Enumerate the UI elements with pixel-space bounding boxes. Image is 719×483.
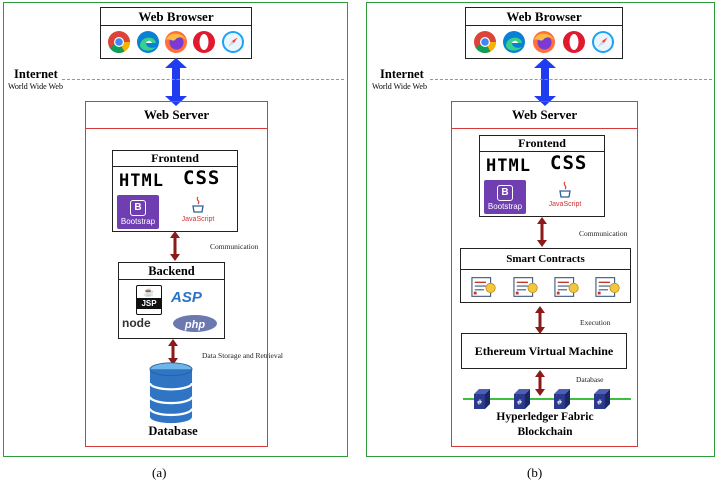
css-logo: CSS [550,152,588,174]
html-logo: HTML [119,171,164,191]
bootstrap-b-icon: B [497,185,513,201]
database-label: Database [148,424,198,438]
frontend-contracts-arrow [537,217,547,247]
evm-blockchain-arrow [535,370,545,396]
php-logo: php [173,315,217,332]
frontend-box: Frontend HTML CSS B Bootstrap JavaScript [479,135,605,217]
contracts-evm-arrow [535,306,545,334]
internet-label: Internet [14,67,58,81]
evm-label: Ethereum Virtual Machine [474,344,614,358]
backend-title: Backend [119,263,224,280]
edge-icon [136,30,160,54]
safari-icon [221,30,245,54]
opera-icon [192,30,216,54]
opera-icon [562,30,586,54]
frontend-title: Frontend [113,151,237,167]
internet-label: Internet [380,67,424,81]
java-cup-icon [559,181,571,198]
smart-contract-icon [471,276,499,298]
smart-contract-icon [554,276,582,298]
bootstrap-logo: B Bootstrap [484,180,526,214]
web-browser-box: Web Browser [100,7,252,59]
chrome-icon [473,30,497,54]
web-browser-title: Web Browser [466,8,622,26]
web-server-title: Web Server [452,102,637,129]
bootstrap-logo: B Bootstrap [117,195,159,229]
blockchain-label: Blockchain [517,426,573,438]
database-icon [146,361,196,425]
web-browser-box: Web Browser [465,7,623,59]
browser-server-arrow [165,58,187,106]
hyperledger-fabric-label: Hyperledger Fabric [496,411,594,423]
database-link-label: Database [576,375,604,384]
backend-database-arrow [168,339,178,365]
evm-box: Ethereum Virtual Machine [461,333,627,369]
internet-divider [430,79,712,80]
frontend-title: Frontend [480,136,604,152]
data-storage-label: Data Storage and Retrieval [202,351,284,360]
block-cube-icon [551,388,573,410]
execution-label: Execution [580,318,611,327]
java-cup-icon [192,196,204,213]
nodejs-logo: node [122,316,151,330]
css-logo: CSS [183,167,221,189]
smart-contracts-title: Smart Contracts [461,249,630,270]
block-cube-icon [511,388,533,410]
block-cube-icon [591,388,613,410]
web-browser-title: Web Browser [101,8,251,26]
firefox-icon [532,30,556,54]
frontend-box: Frontend HTML CSS B Bootstrap JavaScript [112,150,238,232]
frontend-backend-arrow [170,231,180,261]
jsp-logo: ☕ JSP [136,285,162,315]
bootstrap-b-icon: B [130,200,146,216]
internet-divider [62,79,344,80]
safari-icon [591,30,615,54]
web-server-box: Web Server [85,101,268,447]
html-logo: HTML [486,156,531,176]
browser-server-arrow [534,58,556,106]
web-server-box: Web Server [451,101,638,447]
web-server-title: Web Server [86,102,267,129]
communication-label: Communication [579,229,628,238]
communication-label: Communication [210,242,259,251]
caption-a: (a) [152,465,167,480]
smart-contracts-box: Smart Contracts [460,248,631,303]
block-cube-icon [471,388,493,410]
panel-b [366,2,715,457]
smart-contract-icon [513,276,541,298]
caption-b: (b) [527,465,543,480]
javascript-logo: JavaScript [173,196,223,223]
asp-logo: ASP [171,289,202,306]
world-wide-web-label: World Wide Web [372,82,427,91]
backend-box: Backend ☕ JSP ASP node php [118,262,225,339]
edge-icon [502,30,526,54]
chrome-icon [107,30,131,54]
javascript-logo: JavaScript [540,181,590,208]
smart-contract-icon [595,276,623,298]
world-wide-web-label: World Wide Web [8,82,63,91]
panel-a [3,2,348,457]
firefox-icon [164,30,188,54]
